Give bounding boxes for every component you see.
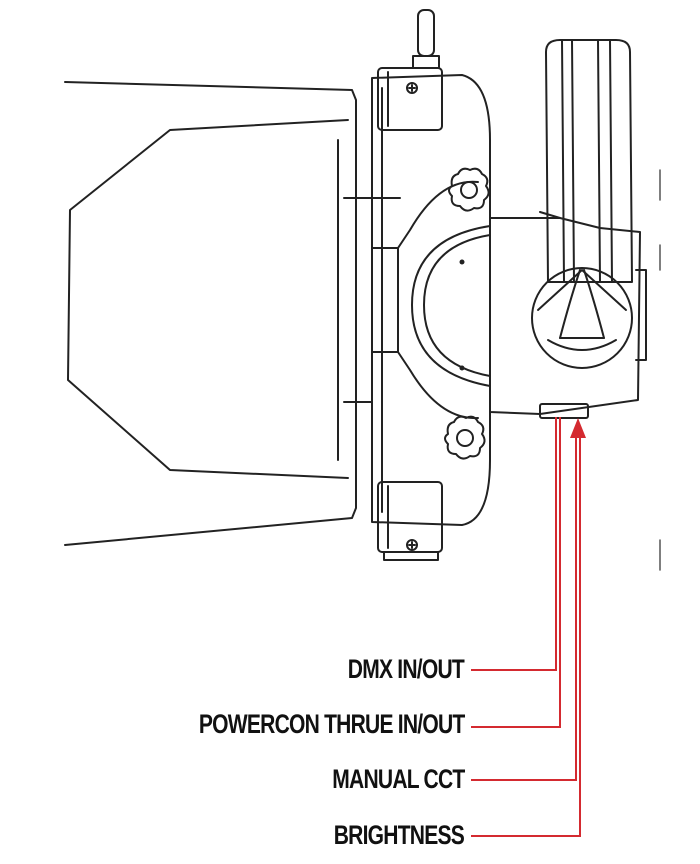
callout-line-dmx — [471, 417, 557, 671]
label-manual-cct: MANUAL CCT — [331, 764, 465, 794]
barn-door — [64, 81, 357, 546]
handle — [545, 39, 633, 283]
callout-line-manual-cct — [471, 429, 577, 781]
bottom-knob — [444, 415, 486, 460]
callout-line-powercon — [471, 417, 561, 728]
yoke-plate — [343, 74, 491, 526]
label-powercon-thrue-in-out: POWERCON THRUE IN/OUT — [198, 709, 464, 739]
top-knob — [448, 167, 490, 212]
label-brightness: BRIGHTNESS — [333, 820, 465, 850]
callout-line-brightness — [471, 429, 581, 837]
bottom-clamp — [377, 481, 443, 561]
label-dmx-in-out: DMX IN/OUT — [347, 654, 465, 684]
head-body — [489, 211, 647, 419]
callout-arrowhead — [570, 418, 586, 438]
lock-knob — [531, 267, 633, 369]
top-clamp — [377, 9, 443, 131]
tilt-bracket — [411, 225, 491, 387]
